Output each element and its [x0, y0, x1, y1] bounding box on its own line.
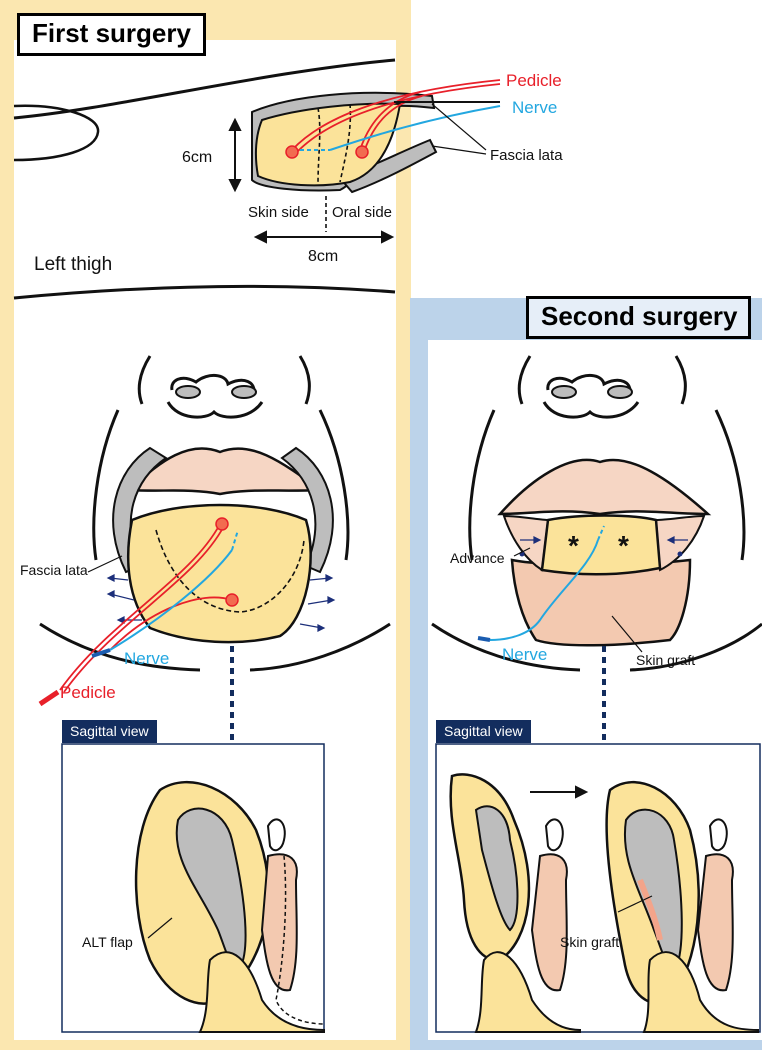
face2-asterisk-left: *: [568, 530, 579, 562]
sag1-teeth: [268, 819, 285, 850]
thigh-pedicle-label: Pedicle: [506, 71, 562, 91]
first-surgery-title: First surgery: [17, 13, 206, 56]
thigh-width-label: 8cm: [308, 248, 338, 266]
face1-fascia-label: Fascia lata: [20, 562, 88, 578]
face2-skin-graft-label: Skin graft: [636, 652, 695, 668]
thigh-fascia-label: Fascia lata: [490, 147, 563, 164]
face2-flap: [542, 516, 660, 575]
face1-pedicle-label: Pedicle: [60, 683, 116, 703]
face2-upper-lip: [500, 460, 708, 514]
face1-nerve-label: Nerve: [124, 649, 169, 669]
sag2-skin-graft-label: Skin graft: [560, 934, 619, 950]
sagittal-tab-second: Sagittal view: [436, 720, 531, 743]
thigh-height-label: 6cm: [182, 149, 212, 167]
thigh-nerve-label: Nerve: [512, 98, 557, 118]
second-surgery-title: Second surgery: [526, 296, 751, 339]
thigh-bottom-line: [14, 286, 395, 298]
thigh-oral-side-label: Oral side: [332, 204, 392, 221]
face2-asterisk-right: *: [618, 530, 629, 562]
face2-nerve-label: Nerve: [502, 645, 547, 665]
left-thigh-label: Left thigh: [34, 254, 112, 276]
face2-advance-label: Advance: [450, 550, 504, 566]
thigh-skin-side-label: Skin side: [248, 204, 309, 221]
sag1-alt-flap-label: ALT flap: [82, 934, 133, 950]
sagittal-tab-first: Sagittal view: [62, 720, 157, 743]
